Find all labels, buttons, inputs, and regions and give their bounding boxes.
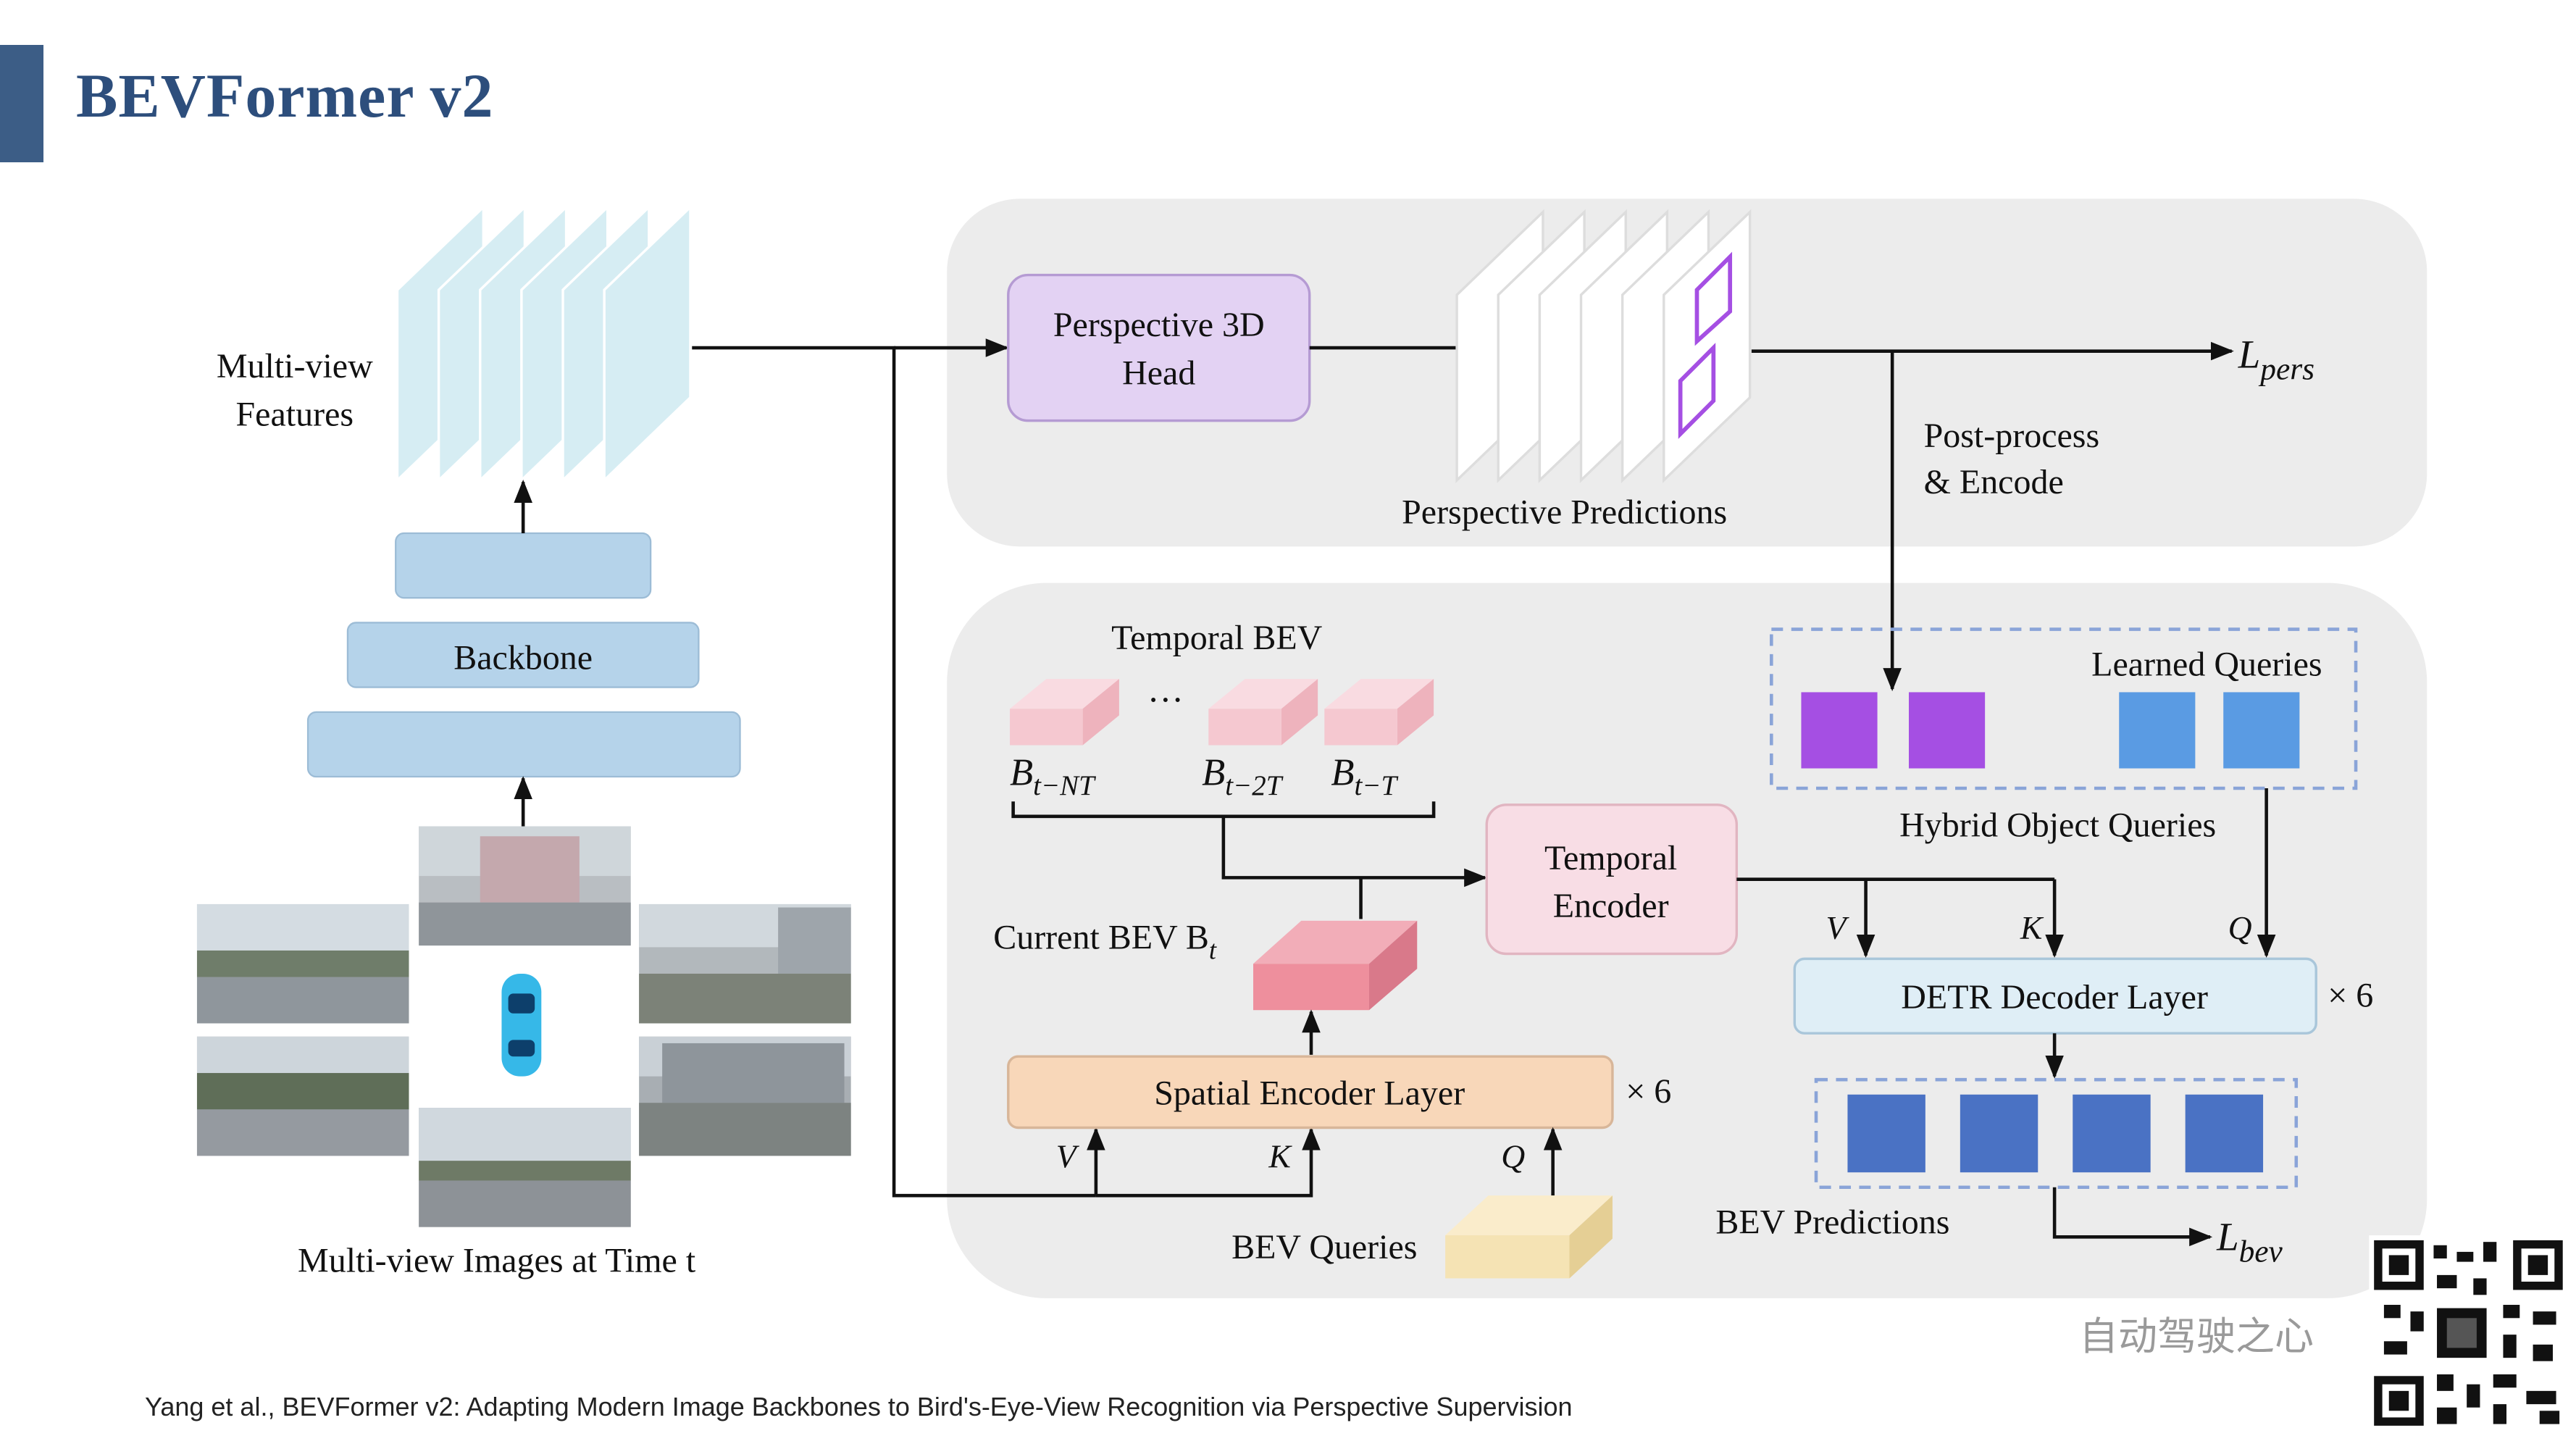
bev-queries-label: BEV Queries [1231, 1228, 1417, 1266]
bev-prediction-token-1 [1847, 1094, 1925, 1173]
temporal-ellipsis: ··· [1147, 680, 1184, 720]
current-bev-map [1253, 920, 1418, 1011]
bev-label-t-t: Bt−T [1331, 751, 1398, 801]
query-token-purple-1 [1801, 692, 1878, 769]
temporal-bev-maps [1010, 679, 1434, 746]
temporal-encoder [1485, 803, 1739, 956]
detr-decoder-label: DETR Decoder Layer [1901, 978, 2208, 1016]
predicted-box-bottom [1678, 343, 1716, 439]
citation: Yang et al., BEVFormer v2: Adapting Mode… [145, 1392, 1573, 1421]
bev-map-t-2t [1208, 679, 1318, 746]
post-process-label-2: & Encode [1924, 463, 2064, 501]
bev-queries-block [1445, 1195, 1613, 1279]
camera-images [196, 826, 851, 1227]
query-token-purple-2 [1909, 692, 1986, 769]
perspective-3d-head [1007, 273, 1311, 422]
watermark: 自动驾驶之心 [2079, 1314, 2314, 1359]
multiview-images-label: Multi-view Images at Time t [298, 1241, 696, 1279]
ego-car-icon [501, 973, 542, 1077]
query-token-blue-1 [2119, 692, 2196, 769]
hybrid-queries-box [1770, 627, 2358, 790]
spatial-encoder-repeat: × 6 [1626, 1072, 1671, 1111]
perspective-head-label: Perspective 3D [1053, 306, 1265, 344]
page-title: BEVFormer v2 [76, 61, 494, 130]
bev-predictions-label: BEV Predictions [1715, 1203, 1949, 1242]
camera-image-front-left [196, 903, 409, 1024]
camera-image-front-right [639, 903, 851, 1024]
bev-prediction-token-4 [2185, 1094, 2264, 1173]
post-process-label: Post-process [1924, 417, 2100, 455]
spatial-input-q: Q [1501, 1137, 1525, 1174]
bev-label-t-2t: Bt−2T [1202, 751, 1284, 801]
perspective-predictions-label: Perspective Predictions [1402, 493, 1727, 531]
bev-map-t-nt [1010, 679, 1119, 746]
spatial-input-k: K [1268, 1137, 1292, 1174]
learned-queries-label: Learned Queries [2091, 646, 2322, 684]
camera-image-front [419, 826, 631, 946]
bev-predictions-box [1814, 1077, 2299, 1190]
temporal-encoder-label-2: Encoder [1553, 887, 1669, 925]
decoder-input-q: Q [2228, 909, 2252, 946]
decoder-input-v: V [1826, 909, 1849, 946]
predicted-box-top [1694, 251, 1733, 346]
camera-image-back [419, 1108, 631, 1227]
camera-image-back-right [639, 1036, 851, 1156]
temporal-bev-label: Temporal BEV [1111, 619, 1322, 657]
decoder-input-k: K [2020, 909, 2044, 946]
bev-prediction-token-3 [2073, 1094, 2151, 1173]
bev-prediction-token-2 [1960, 1094, 2038, 1173]
bev-label-t-nt: Bt−NT [1010, 751, 1096, 801]
backbone-top-layer [395, 532, 652, 599]
spatial-encoder-layer [1007, 1055, 1614, 1129]
current-bev-label: Current BEV Bt [993, 919, 1217, 965]
hybrid-queries-label: Hybrid Object Queries [1899, 806, 2216, 844]
multiview-features-label-2: Features [236, 395, 354, 433]
perspective-head-label-2: Head [1122, 354, 1195, 392]
detr-decoder-repeat: × 6 [2328, 977, 2373, 1015]
backbone-label: Backbone [453, 638, 593, 677]
loss-pers: Lpers [2238, 333, 2314, 387]
spatial-encoder-label: Spatial Encoder Layer [1154, 1074, 1465, 1112]
temporal-encoder-label: Temporal [1544, 839, 1677, 877]
backbone-bottom-layer [306, 711, 741, 778]
multiview-features-label: Multi-view [217, 347, 373, 385]
title-accent-bar [0, 45, 43, 162]
backbone-block [346, 622, 700, 688]
perspective-prediction-stack [1455, 209, 1752, 483]
bev-map-t-t [1324, 679, 1434, 746]
spatial-input-v: V [1056, 1137, 1080, 1174]
multiview-feature-stack [396, 204, 692, 483]
loss-bev: Lbev [2216, 1215, 2283, 1269]
query-token-blue-2 [2223, 692, 2300, 769]
camera-image-back-left [196, 1036, 409, 1156]
qr-code [2369, 1235, 2568, 1431]
